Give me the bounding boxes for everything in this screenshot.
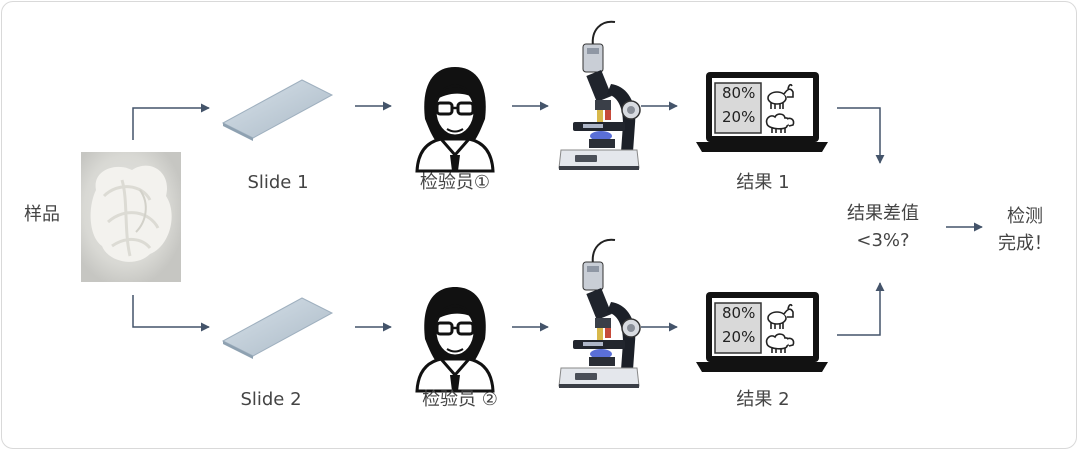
screen-value-bottom-2: 20% (722, 328, 756, 346)
completion-label-line2: 完成！ (998, 233, 1052, 254)
inspector-1-label: 检验员① (419, 172, 491, 193)
merge-arrows (837, 107, 983, 336)
microscope-2-icon (558, 238, 641, 389)
sample-label: 样品 (24, 204, 60, 225)
result-2-label: 结果 2 (736, 389, 790, 410)
difference-label-line1: 结果差值 (847, 203, 919, 224)
step-arrows (355, 101, 678, 332)
inspector-2-icon (415, 285, 495, 393)
inspector-2-label: 检验员 ② (422, 389, 498, 410)
difference-label-line2: <3%? (856, 230, 910, 251)
completion-label-line1: 检测 (1007, 206, 1043, 227)
wool-sample-image (81, 152, 181, 282)
sample-branch-arrows (132, 103, 210, 332)
microscope-1-icon (558, 20, 641, 171)
screen-value-top-2: 20% (722, 108, 756, 126)
slide-1-label: Slide 1 (247, 172, 309, 193)
slide-2-label: Slide 2 (240, 389, 302, 410)
slide-1-image (221, 79, 334, 141)
inspector-1-icon (415, 65, 495, 173)
slide-2-image (221, 297, 334, 359)
laptop-2-icon (695, 291, 829, 373)
screen-value-top-1: 80% (722, 84, 756, 102)
laptop-1-icon (695, 71, 829, 153)
result-1-label: 结果 1 (736, 172, 790, 193)
screen-value-bottom-1: 80% (722, 304, 756, 322)
